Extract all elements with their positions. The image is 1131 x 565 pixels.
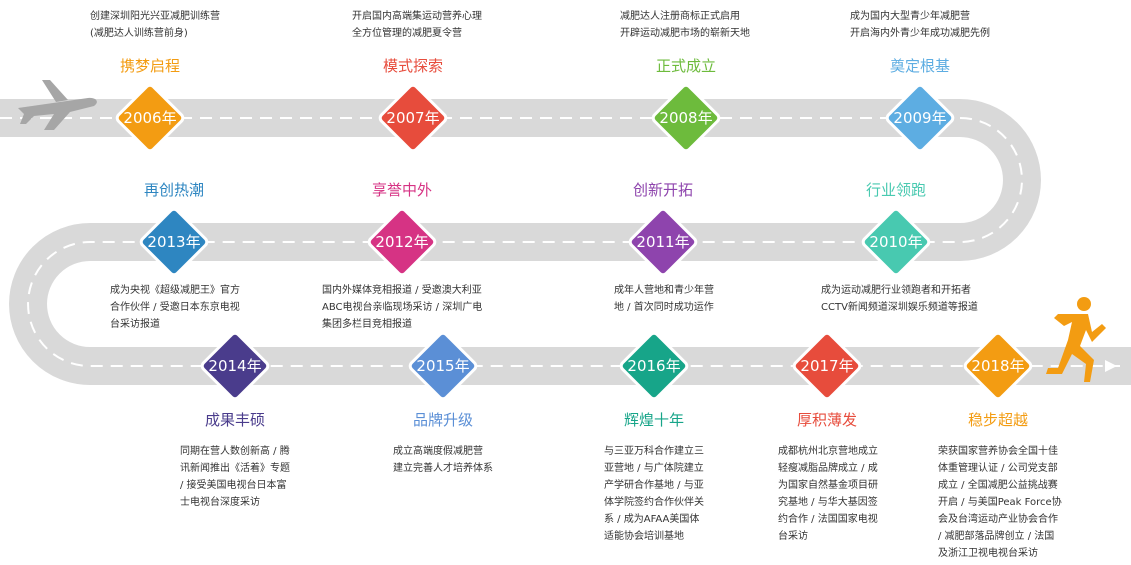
milestone-year: 2016年 bbox=[627, 357, 681, 375]
milestone-title: 再创热潮 bbox=[143, 181, 205, 199]
milestone-year: 2013年 bbox=[147, 233, 201, 251]
milestone-year: 2017年 bbox=[800, 357, 854, 375]
milestone-description: 成为运动减肥行业领跑者和开拓者 CCTV新闻频道深圳娱乐频道等报道 bbox=[821, 285, 978, 313]
milestone-title: 厚积薄发 bbox=[796, 411, 858, 429]
milestone-description: 开启国内高端集运动营养心理 全方位管理的减肥夏令营 bbox=[352, 11, 482, 39]
milestone-description: 国内外媒体竞相报道 / 受邀澳大利亚 ABC电视台亲临现场采访 / 深圳广电 集… bbox=[322, 285, 483, 330]
milestone-description: 减肥达人注册商标正式启用 开辟运动减肥市场的崭新天地 bbox=[620, 11, 750, 39]
milestone-year: 2014年 bbox=[208, 357, 262, 375]
milestone-year: 2015年 bbox=[416, 357, 470, 375]
milestone-year: 2010年 bbox=[869, 233, 923, 251]
milestone-title: 辉煌十年 bbox=[623, 411, 685, 429]
milestone-year: 2007年 bbox=[386, 109, 440, 127]
runner-icon bbox=[1046, 297, 1106, 382]
milestone-title: 品牌升级 bbox=[412, 411, 474, 429]
milestone-description: 与三亚万科合作建立三 亚营地 / 与广体院建立 产学研合作基地 / 与亚 体学院… bbox=[604, 446, 704, 542]
milestone-description: 同期在营人数创新高 / 腾 讯新闻推出《活着》专题 / 接受美国电视台日本富 士… bbox=[180, 446, 290, 508]
milestone-description: 成为国内大型青少年减肥营 开启海内外青少年成功减肥先例 bbox=[850, 11, 990, 39]
milestone-title: 奠定根基 bbox=[889, 57, 951, 75]
milestone-title: 正式成立 bbox=[655, 57, 717, 75]
milestone-year: 2018年 bbox=[971, 357, 1025, 375]
arrow-right-icon bbox=[1105, 360, 1117, 372]
milestone-year: 2011年 bbox=[636, 233, 690, 251]
milestone-description: 成年人营地和青少年营 地 / 首次同时成功运作 bbox=[614, 285, 714, 313]
milestone-description: 创建深圳阳光兴亚减肥训练营 (减肥达人训练营前身) bbox=[90, 11, 220, 39]
airplane-icon bbox=[18, 80, 97, 130]
milestone-title: 稳步超越 bbox=[967, 411, 1029, 429]
milestone-year: 2008年 bbox=[659, 109, 713, 127]
milestone-year: 2006年 bbox=[123, 109, 177, 127]
milestone-title: 成果丰硕 bbox=[204, 411, 266, 429]
milestone-description: 荣获国家营养协会全国十佳 体重管理认证 / 公司党支部 成立 / 全国减肥公益挑… bbox=[938, 446, 1062, 559]
milestone-year: 2009年 bbox=[893, 109, 947, 127]
milestone-title: 创新开拓 bbox=[632, 181, 694, 199]
milestone-description: 成为央视《超级减肥王》官方 合作伙伴 / 受邀日本东京电视 台采访报道 bbox=[110, 285, 240, 330]
milestone-description: 成都杭州北京营地成立 轻瘦减脂品牌成立 / 成 为国家自然基金项目研 究基地 /… bbox=[778, 446, 878, 542]
milestone-description: 成立高端度假减肥营 建立完善人才培养体系 bbox=[393, 446, 493, 474]
milestone-title: 享誉中外 bbox=[371, 181, 433, 199]
milestone-title: 携梦启程 bbox=[119, 57, 181, 75]
road-centerline bbox=[0, 117, 1120, 367]
milestone-title: 行业领跑 bbox=[865, 181, 927, 199]
milestone-year: 2012年 bbox=[375, 233, 429, 251]
milestone-title: 模式探索 bbox=[382, 57, 444, 75]
